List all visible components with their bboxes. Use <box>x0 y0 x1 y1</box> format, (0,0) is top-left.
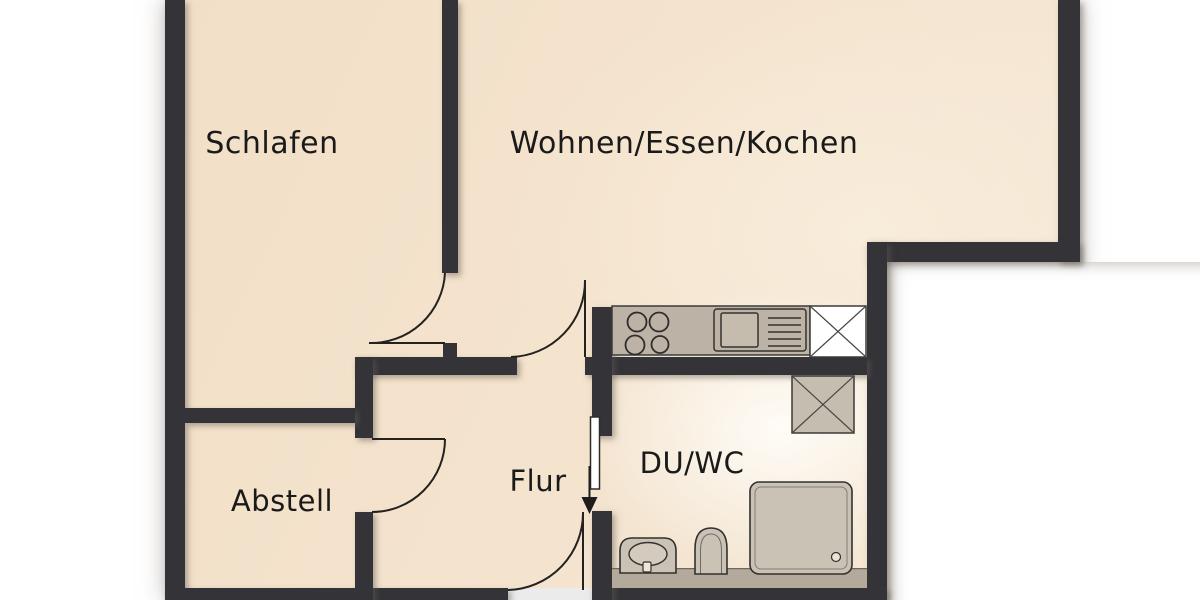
wall-schlafen-wohnen <box>442 0 458 273</box>
room-label-wohnen-essen-kochen: Wohnen/Essen/Kochen <box>509 126 859 161</box>
wall-outer-step <box>867 242 1080 262</box>
room-label-abstell: Abstell <box>230 484 334 518</box>
wall-flur-top-left <box>355 357 517 375</box>
wall-schlafen-door-jamb <box>443 343 457 359</box>
wall-outer-bottom-right <box>592 588 887 600</box>
wall-flur-duwc-bottom <box>592 511 612 600</box>
room-label-du-wc: DU/WC <box>639 446 745 480</box>
wall-outer-left <box>165 0 185 600</box>
wall-abstell-flur-top <box>355 357 373 438</box>
wall-flur-duwc-top <box>592 307 612 436</box>
wall-outer-right-lower <box>867 242 887 600</box>
room-label-schlafen: Schlafen <box>205 126 339 161</box>
entrance-threshold <box>508 588 592 600</box>
wall-schlafen-abstell <box>185 408 355 423</box>
wall-kitchen-duwc <box>585 357 867 375</box>
wall-abstell-flur-bottom <box>355 512 373 600</box>
wall-outer-bottom-left <box>165 588 508 600</box>
wall-outer-right <box>1058 0 1080 262</box>
room-label-flur: Flur <box>509 464 567 498</box>
outside-area <box>887 262 1200 600</box>
